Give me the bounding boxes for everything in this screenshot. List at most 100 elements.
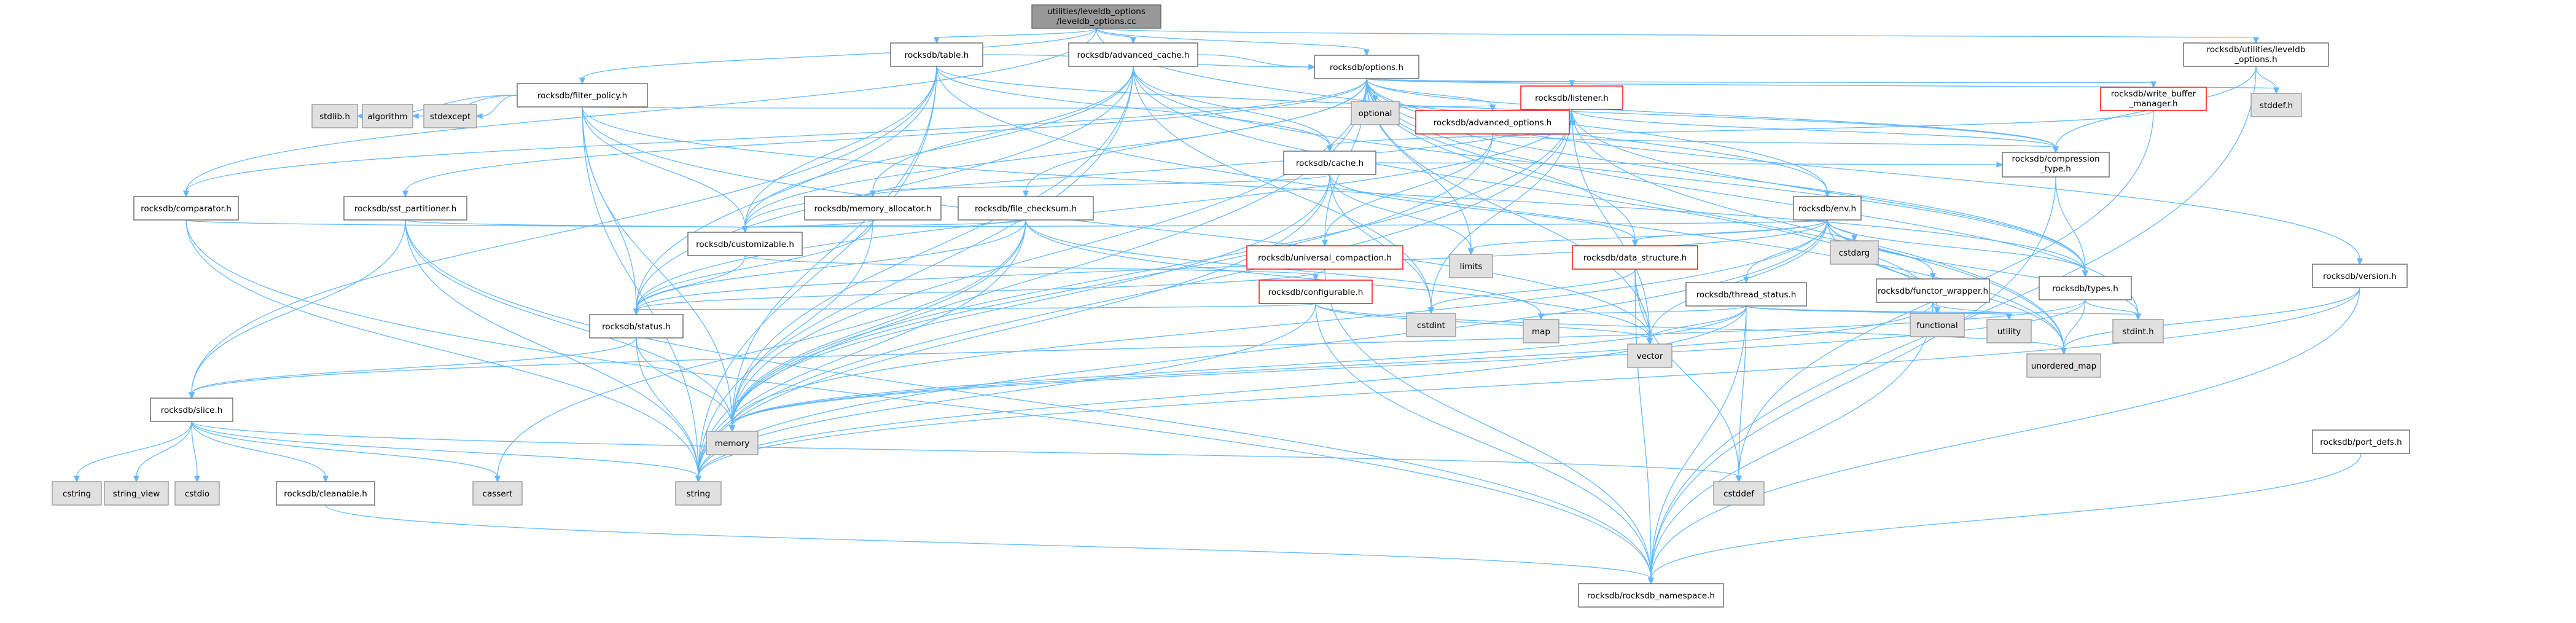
node-label: algorithm (367, 112, 407, 122)
node-write-buffer[interactable]: rocksdb/write_buffer_manager.h (2100, 87, 2207, 111)
node-label: rocksdb/env.h (1798, 204, 1856, 214)
node-comparator[interactable]: rocksdb/comparator.h (133, 196, 239, 221)
dependency-edge (1022, 78, 1367, 198)
node-options[interactable]: rocksdb/options.h (1314, 55, 1419, 79)
node-label: rocksdb/rocksdb_namespace.h (1587, 591, 1715, 601)
node-label: rocksdb/memory_allocator.h (814, 204, 931, 214)
dependency-edge (636, 337, 702, 483)
node-label: optional (1359, 109, 1392, 119)
dependency-edge (728, 302, 1934, 433)
node-label: rocksdb/filter_policy.h (537, 91, 627, 101)
node-adv-cache[interactable]: rocksdb/advanced_cache.h (1068, 42, 1198, 67)
dependency-edge (188, 299, 2086, 399)
dependency-edge (1366, 78, 2157, 88)
node-label: _options.h (2234, 55, 2277, 65)
node-thread-status[interactable]: rocksdb/thread_status.h (1685, 282, 1807, 307)
node-stdexcept[interactable]: stdexcept (423, 104, 477, 128)
node-cstdarg[interactable]: cstdarg (1830, 240, 1879, 265)
node-cstdint[interactable]: cstdint (1406, 313, 1456, 337)
node-label: rocksdb/types.h (2052, 284, 2118, 294)
node-label: rocksdb/version.h (2323, 272, 2397, 281)
dependency-edge (191, 421, 1743, 483)
node-string[interactable]: string (675, 481, 722, 506)
dependency-edge (636, 337, 736, 433)
node-memory[interactable]: memory (706, 431, 759, 455)
node-algorithm[interactable]: algorithm (362, 104, 413, 128)
node-string-view[interactable]: string_view (104, 481, 169, 506)
node-label: rocksdb/comparator.h (141, 204, 232, 214)
dependency-edge (188, 66, 937, 399)
dependency-edge (582, 106, 749, 233)
node-univ-compaction[interactable]: rocksdb/universal_compaction.h (1246, 245, 1403, 270)
node-cassert[interactable]: cassert (472, 481, 523, 506)
node-cstring[interactable]: cstring (52, 481, 102, 506)
node-functor[interactable]: rocksdb/functor_wrapper.h (1876, 278, 1990, 303)
node-label: map (1532, 327, 1550, 337)
node-label: unordered_map (2031, 361, 2096, 371)
dependency-edge (1326, 110, 2154, 152)
dependency-edge (1492, 133, 2059, 154)
node-utility[interactable]: utility (1986, 319, 2032, 343)
node-cstdio[interactable]: cstdio (174, 481, 220, 506)
dependency-edge (1096, 28, 1137, 44)
node-adv-options[interactable]: rocksdb/advanced_options.h (1415, 110, 1570, 135)
node-cache[interactable]: rocksdb/cache.h (1283, 151, 1376, 175)
node-stdlib-h[interactable]: stdlib.h (311, 104, 358, 128)
node-label: rocksdb/status.h (602, 322, 671, 332)
node-root[interactable]: utilities/leveldb_options/leveldb_option… (1031, 4, 1161, 29)
node-unordered-map[interactable]: unordered_map (2026, 353, 2101, 378)
node-version[interactable]: rocksdb/version.h (2312, 264, 2408, 288)
dependency-edge (402, 78, 1367, 198)
node-status[interactable]: rocksdb/status.h (589, 314, 684, 339)
node-configurable[interactable]: rocksdb/configurable.h (1259, 280, 1373, 304)
dependency-edge (1315, 303, 1655, 585)
node-namespace[interactable]: rocksdb/rocksdb_namespace.h (1578, 583, 1724, 608)
node-compression[interactable]: rocksdb/compression_type.h (2002, 152, 2110, 178)
node-filter-policy[interactable]: rocksdb/filter_policy.h (517, 83, 648, 108)
node-cleanable[interactable]: rocksdb/cleanable.h (276, 481, 375, 506)
dependency-edge (633, 268, 1325, 316)
dependency-edge (695, 174, 1330, 483)
node-mem-alloc[interactable]: rocksdb/memory_allocator.h (804, 196, 942, 221)
node-label: cstddef (1723, 489, 1755, 499)
node-limits[interactable]: limits (1449, 254, 1493, 278)
dependency-edge (869, 174, 1330, 198)
node-sst-part[interactable]: rocksdb/sst_partitioner.h (343, 196, 467, 221)
node-data-struct[interactable]: rocksdb/data_structure.h (1572, 245, 1698, 270)
node-layer: utilities/leveldb_options/leveldb_option… (52, 4, 2410, 608)
node-label: rocksdb/configurable.h (1268, 288, 1364, 297)
node-label: utilities/leveldb_options (1047, 7, 1146, 17)
node-vector[interactable]: vector (1627, 343, 1672, 368)
node-optional[interactable]: optional (1351, 101, 1400, 125)
dependency-edge (582, 104, 1496, 112)
node-port-defs[interactable]: rocksdb/port_defs.h (2312, 429, 2410, 454)
dependency-edge (1427, 268, 1636, 315)
node-label: functional (1916, 321, 1957, 331)
node-label: rocksdb/compression (2012, 154, 2099, 164)
dependency-edge (1634, 268, 1653, 345)
node-file-checksum[interactable]: rocksdb/file_checksum.h (958, 196, 1094, 221)
node-functional[interactable]: functional (1910, 313, 1965, 337)
node-slice[interactable]: rocksdb/slice.h (150, 398, 233, 422)
node-label: rocksdb/cleanable.h (284, 489, 367, 499)
node-util-leveldb[interactable]: rocksdb/utilities/leveldb_options.h (2183, 42, 2329, 67)
node-env[interactable]: rocksdb/env.h (1793, 196, 1862, 221)
node-types[interactable]: rocksdb/types.h (2039, 276, 2132, 300)
dependency-edge (191, 421, 501, 483)
node-map[interactable]: map (1523, 319, 1559, 343)
node-table[interactable]: rocksdb/table.h (890, 42, 983, 67)
dependency-edge (1096, 28, 1370, 57)
node-stddef-h[interactable]: stddef.h (2250, 93, 2302, 117)
node-label: _type.h (2040, 164, 2071, 174)
node-cstddef[interactable]: cstddef (1713, 481, 1765, 506)
dependency-edge (1315, 303, 1653, 345)
node-stdint-h[interactable]: stdint.h (2112, 319, 2164, 343)
node-label: string_view (113, 489, 160, 499)
dependency-edge (191, 421, 702, 483)
node-listener[interactable]: rocksdb/listener.h (1520, 85, 1623, 110)
node-label: cassert (483, 489, 513, 499)
dependency-edge (1647, 176, 2056, 585)
node-customizable[interactable]: rocksdb/customizable.h (687, 232, 803, 256)
node-label: /leveldb_options.cc (1056, 17, 1136, 26)
dependency-edge (728, 109, 1572, 433)
